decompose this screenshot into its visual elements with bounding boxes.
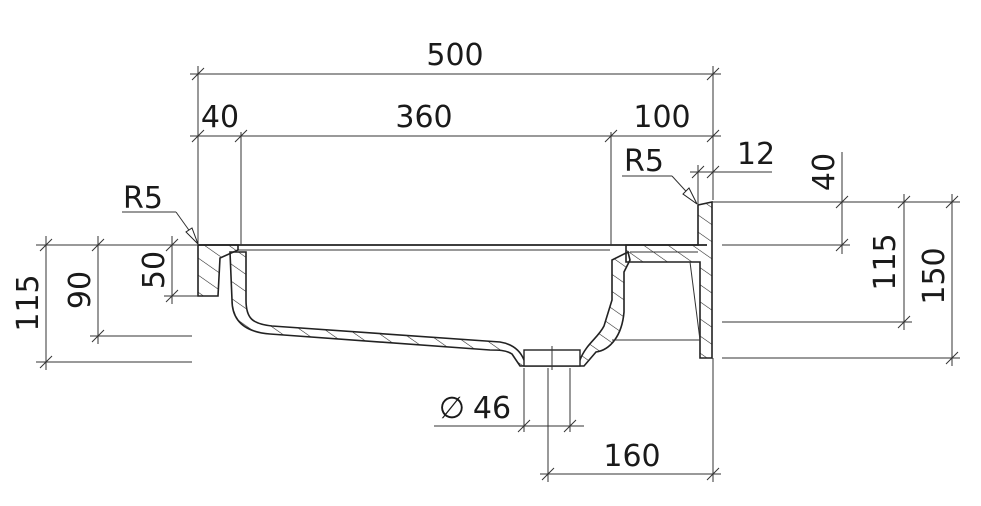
label-overall-width: 500 [426,38,483,73]
tick [541,467,555,481]
label-radius-left: R5 [123,181,163,216]
arrowhead [185,227,199,245]
diameter-symbol: ∅ [439,391,465,426]
label-right-inner-height: 115 [868,233,903,290]
tick [897,315,911,329]
tick [945,351,959,365]
label-radius-right: R5 [624,144,664,179]
tick [835,238,849,252]
arrowhead [682,187,698,205]
dimension-lines [36,66,960,482]
tick [39,238,53,252]
tick [165,289,179,303]
tick [945,195,959,209]
label-right-total-height: 150 [917,247,952,304]
label-drain-offset: 160 [603,439,660,474]
tick [835,195,849,209]
tick [517,419,531,433]
right-wall-section [625,201,713,359]
label-left-rim-depth: 50 [137,251,172,289]
tick [191,129,205,143]
sink-body [197,201,713,370]
dimension-labels: 500 40 360 100 12 R5 R5 115 90 50 40 115… [11,38,952,474]
tick [706,129,720,143]
right-wall-inner-line [689,261,701,341]
tick [234,129,248,143]
label-right-rim: 100 [633,100,690,135]
tick [706,67,720,81]
tick [706,165,720,179]
tick [563,419,577,433]
tick [897,195,911,209]
label-bowl-width: 360 [395,100,452,135]
tick [91,329,105,343]
label-wall-thickness: 12 [737,137,775,172]
label-left-total-height: 115 [11,274,46,331]
tick [91,238,105,252]
tick [604,129,618,143]
tick [706,467,720,481]
label-left-inner-height: 90 [63,271,98,309]
tick [165,238,179,252]
tick [191,67,205,81]
bowl-wall-section [229,250,631,367]
label-left-rim: 40 [201,100,239,135]
tick [691,165,705,179]
label-right-top-offset: 40 [807,153,842,191]
tick [39,355,53,369]
label-drain-diameter: 46 [473,391,511,426]
